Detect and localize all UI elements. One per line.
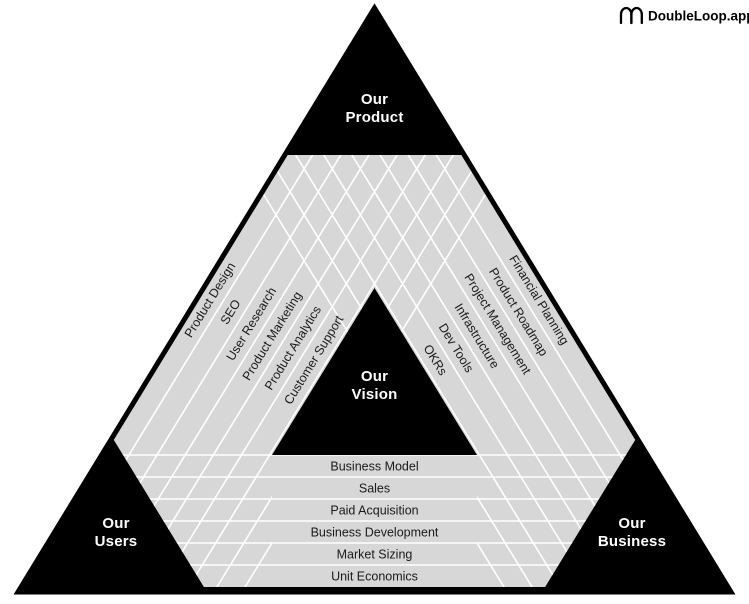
brand-name: DoubleLoop.app bbox=[648, 9, 749, 24]
corner-label-users: Our Users bbox=[95, 515, 138, 550]
band-separator-line bbox=[219, 155, 637, 594]
corner-business-line1: Our bbox=[618, 515, 645, 532]
brand-logo: DoubleLoop.app bbox=[619, 6, 749, 25]
corner-label-business: Our Business bbox=[598, 515, 666, 550]
corner-product-line2: Product bbox=[345, 109, 403, 126]
vision-line1: Our bbox=[361, 368, 388, 385]
band-separator-line bbox=[112, 155, 427, 594]
band-separator-line bbox=[112, 155, 448, 594]
center-label-vision: Our Vision bbox=[352, 368, 398, 403]
band-label-market-sizing: Market Sizing bbox=[337, 548, 413, 562]
double-loop-icon bbox=[619, 6, 643, 25]
vision-line2: Vision bbox=[352, 386, 398, 403]
band-separator-line bbox=[112, 155, 530, 594]
corner-business-line2: Business bbox=[598, 533, 666, 550]
band-label-unit-economics: Unit Economics bbox=[331, 570, 418, 584]
corner-users-line1: Our bbox=[102, 515, 129, 532]
bottom-band-labels: Business Model Sales Paid Acquisition Bu… bbox=[311, 460, 439, 584]
corner-users-line2: Users bbox=[95, 533, 138, 550]
outer-triangle-border bbox=[13, 3, 736, 595]
vision-triangle bbox=[272, 288, 477, 455]
band-label-business-development: Business Development bbox=[311, 526, 439, 540]
band-separator-line bbox=[301, 155, 637, 594]
band-label-business-model: Business Model bbox=[330, 460, 418, 474]
band-label-paid-acquisition: Paid Acquisition bbox=[330, 504, 418, 518]
band-separator-line bbox=[322, 155, 637, 594]
corner-product-line1: Our bbox=[361, 91, 388, 108]
corner-label-product: Our Product bbox=[345, 91, 403, 126]
band-label-sales: Sales bbox=[359, 482, 390, 496]
